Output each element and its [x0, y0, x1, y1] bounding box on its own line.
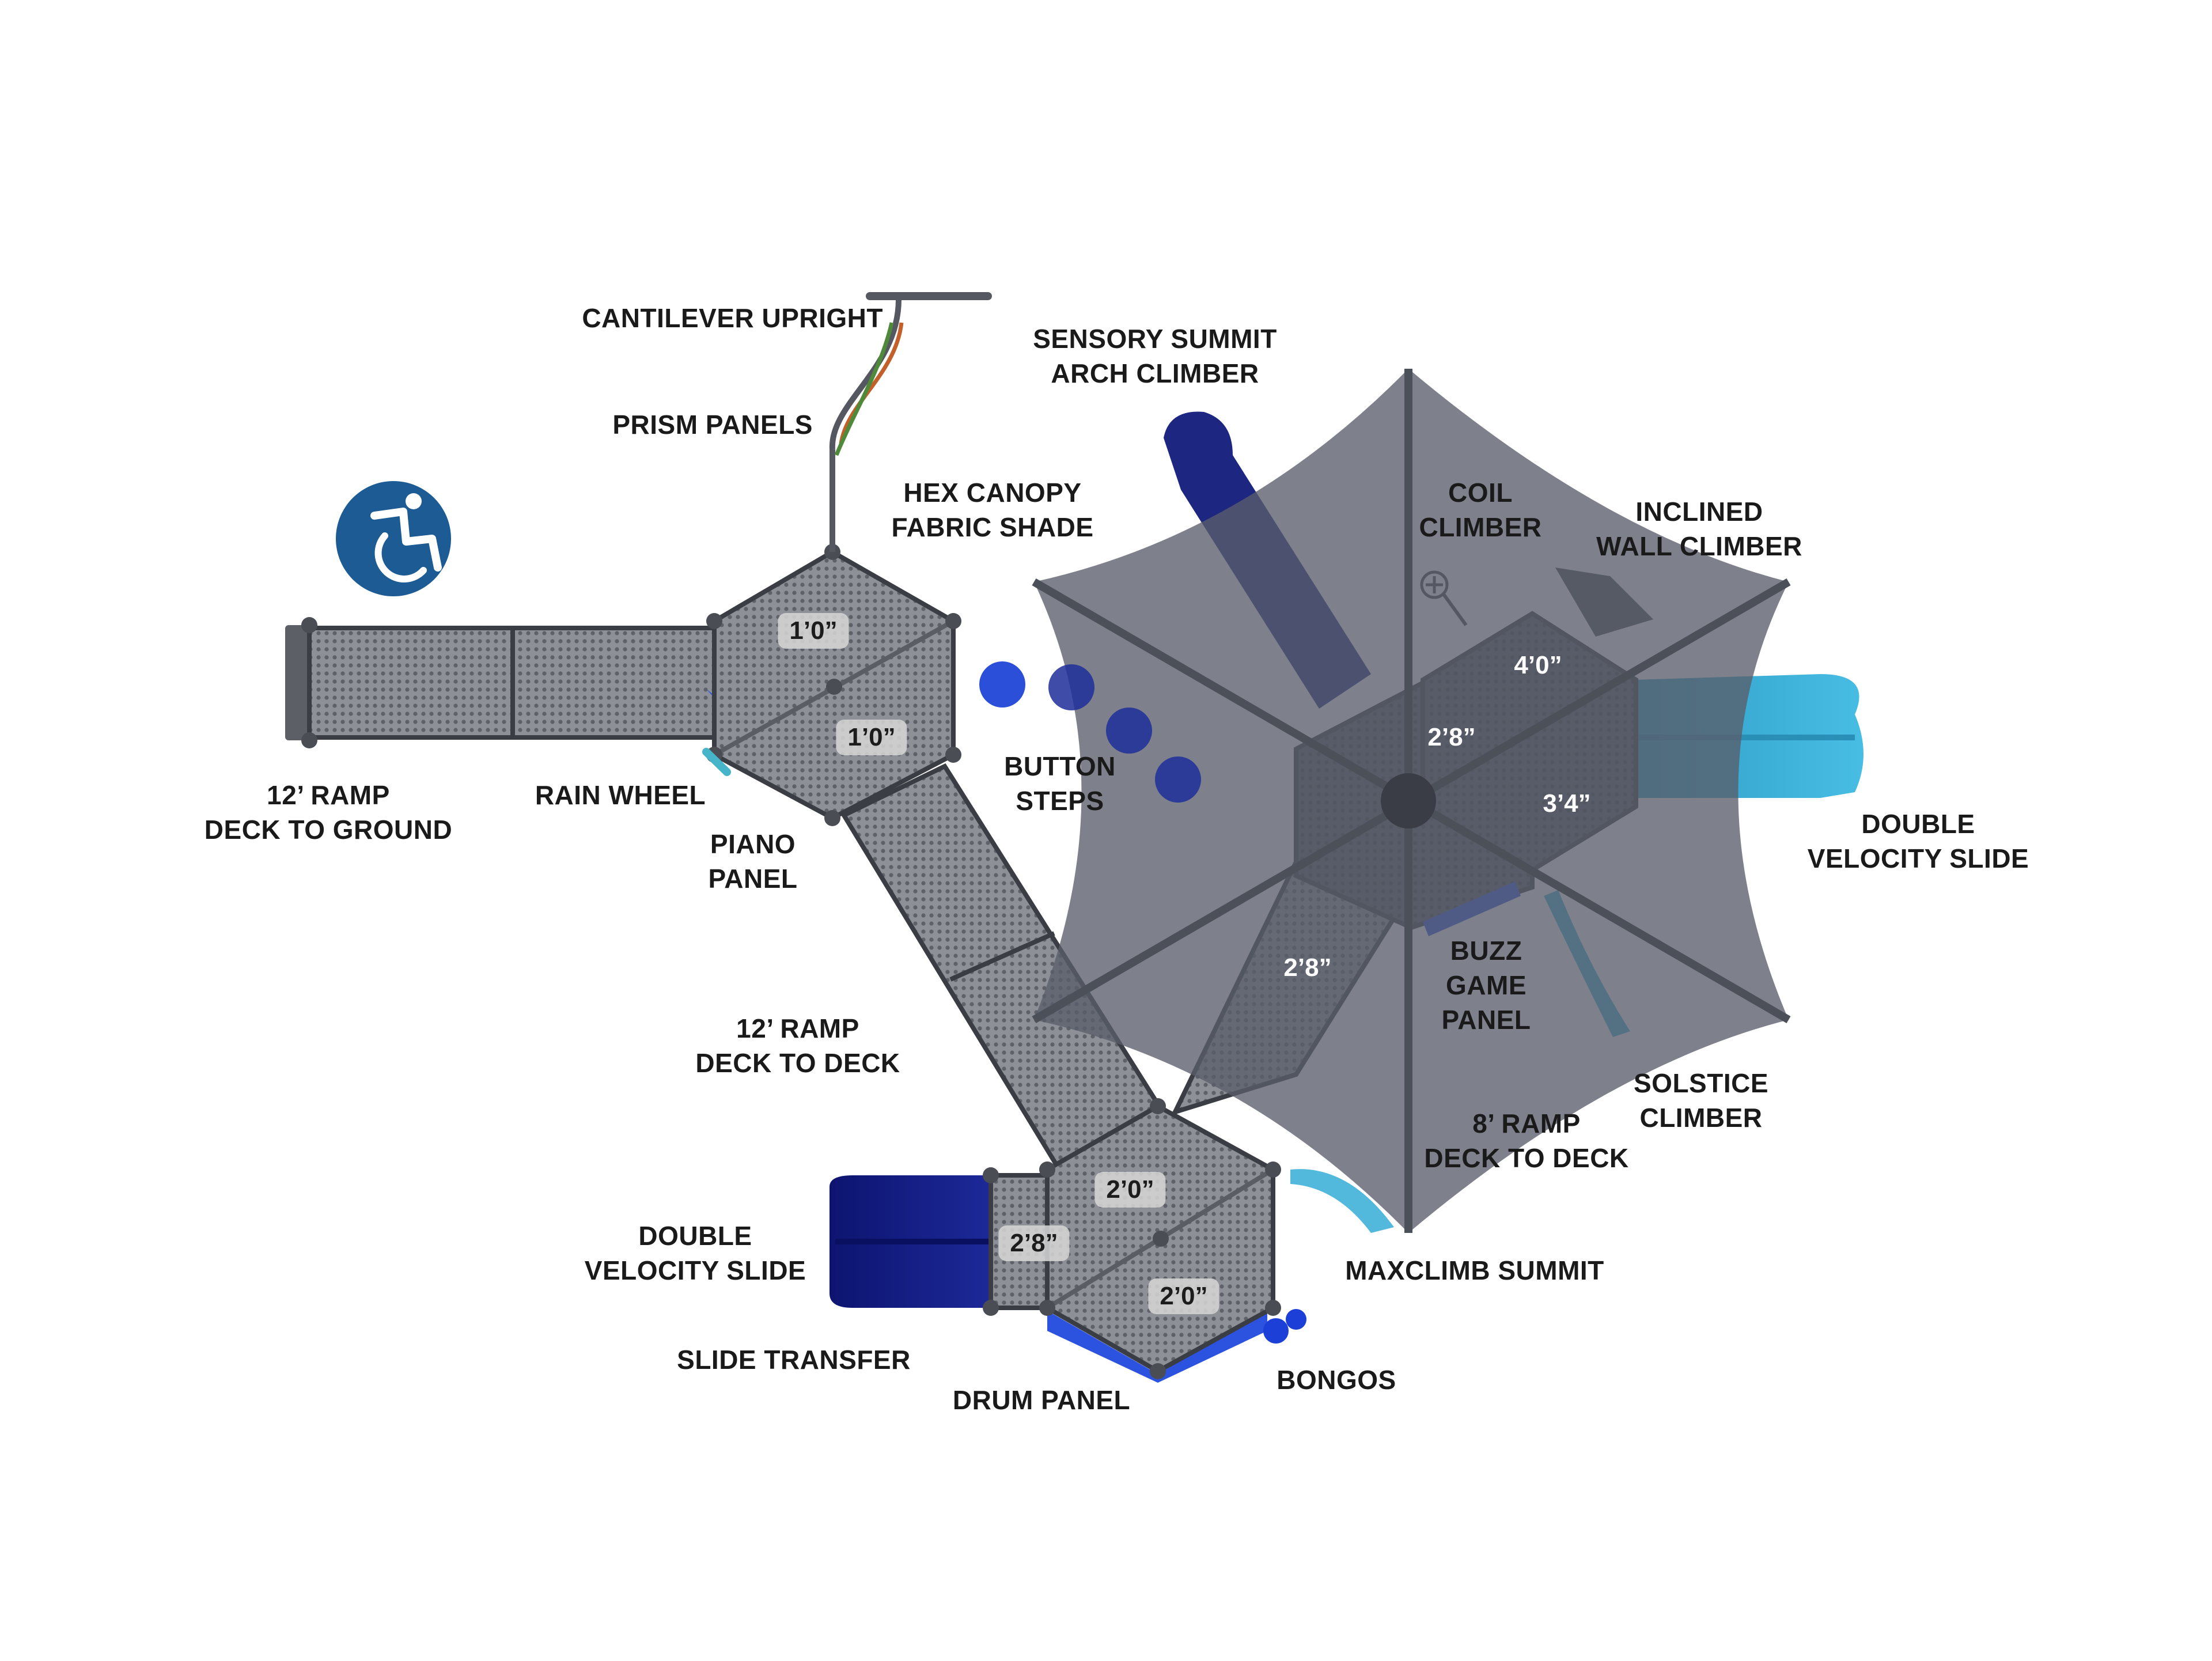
- height-bottom-deck-bottom: 2’0”: [1148, 1278, 1219, 1314]
- label-slide-transfer: SLIDE TRANSFER: [677, 1345, 911, 1375]
- label-drum-panel: DRUM PANEL: [952, 1385, 1131, 1415]
- label-rain-wheel: RAIN WHEEL: [535, 780, 706, 810]
- height-right-deck-top: 4’0”: [1514, 651, 1562, 679]
- label-bongos: BONGOS: [1277, 1365, 1396, 1395]
- hex-canopy-fabric-shade: [1032, 369, 1791, 1233]
- label-cantilever-upright: CANTILEVER UPRIGHT: [582, 303, 883, 333]
- button-steps: [979, 661, 1201, 803]
- wheelchair-accessibility-icon: [336, 481, 451, 596]
- height-right-center: 2’8”: [1427, 723, 1476, 751]
- ramp-deck-to-ground: [285, 617, 721, 748]
- height-ramp-right: 2’8”: [1283, 954, 1332, 982]
- cantilever-upright: [829, 292, 992, 552]
- height-left-deck-top: 1’0”: [778, 613, 849, 649]
- label-prism-panels: PRISM PANELS: [612, 410, 813, 440]
- height-right-deck-side: 3’4”: [1543, 789, 1591, 818]
- height-bottom-transfer: 2’8”: [998, 1225, 1070, 1261]
- height-bottom-deck-top: 2’0”: [1094, 1172, 1166, 1208]
- height-left-deck-bottom: 1’0”: [836, 720, 907, 755]
- label-maxclimb-summit: MAXCLIMB SUMMIT: [1345, 1255, 1604, 1285]
